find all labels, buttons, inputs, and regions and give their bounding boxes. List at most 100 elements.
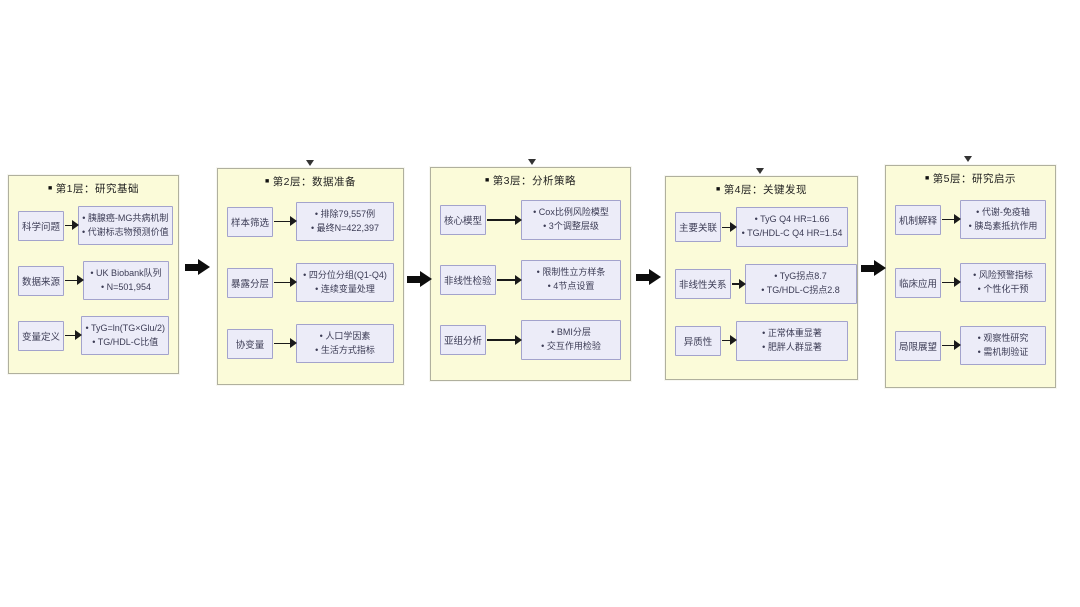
- bullet-line: • 最终N=422,397: [311, 222, 379, 233]
- panel-rows: 核心模型 • Cox比例风险模型 • 3个调整层级 非线性检验 • 限制性立方样…: [440, 188, 621, 372]
- arrow-right-icon: [487, 335, 522, 344]
- bullet-line: • 3个调整层级: [543, 221, 599, 231]
- node-label: 局限展望: [895, 330, 942, 361]
- panel-rows: 科学问题 • 胰腺癌-MG共病机制 • 代谢标志物预测价值 数据来源 • UK …: [18, 196, 173, 365]
- bullet-line: • TG/HDL-C拐点2.8: [761, 284, 840, 295]
- bullet-line: • N=501,954: [101, 281, 151, 292]
- bullet-line: • 需机制验证: [977, 346, 1029, 357]
- panel-title-text: 第1层：研究基础: [55, 183, 140, 195]
- arrow-head: [874, 260, 886, 276]
- bullet-line: • 4节点设置: [547, 281, 595, 291]
- arrow-right-icon: [274, 278, 297, 286]
- node-label: 异质性: [675, 325, 721, 356]
- arrow-right-icon: [942, 215, 961, 223]
- arrow-right-icon: [942, 278, 961, 286]
- node-content: • 风险预警指标 • 个性化干预: [960, 262, 1046, 303]
- panel-title-text: 第5层：研究启示: [932, 173, 1017, 185]
- bullet-line: • UK Biobank队列: [90, 267, 162, 278]
- bullet-line: • 交互作用检验: [541, 341, 601, 351]
- node-label: 样本筛选: [227, 206, 274, 237]
- node-content: • 排除79,557例 • 最终N=422,397: [296, 201, 394, 242]
- panel-layer-1: ■第1层：研究基础 科学问题 • 胰腺癌-MG共病机制 • 代谢标志物预测价值 …: [8, 175, 179, 374]
- node-content: • 代谢-免疫轴 • 胰岛素抵抗作用: [960, 199, 1046, 240]
- flow-row: 异质性 • 正常体重显著 • 肥胖人群显著: [675, 320, 848, 361]
- arrow-right-icon: [636, 269, 661, 285]
- panel-title-text: 第3层：分析策略: [492, 175, 577, 187]
- node-label: 非线性检验: [440, 265, 496, 295]
- flow-row: 变量定义 • TyG=ln(TG×Glu/2) • TG/HDL-C比值: [18, 315, 169, 356]
- node-content: • TyG Q4 HR=1.66 • TG/HDL-C Q4 HR=1.54: [736, 207, 848, 248]
- node-label: 主要关联: [675, 212, 722, 243]
- arrow-right-icon: [274, 339, 297, 347]
- arrow-right-icon: [487, 215, 522, 224]
- node-label: 科学问题: [18, 210, 65, 241]
- flow-row: 非线性检验 • 限制性立方样条 • 4节点设置: [440, 260, 621, 300]
- arrow-shaft: [185, 263, 198, 271]
- triangle-down-icon: [306, 160, 314, 166]
- arrow-right-icon: [407, 271, 432, 287]
- arrow-right-icon: [185, 259, 210, 275]
- square-bullet-icon: ■: [264, 178, 270, 185]
- arrow-right-icon: [722, 223, 737, 231]
- bullet-line: • 正常体重显著: [762, 327, 822, 338]
- bullet-line: • TyG=ln(TG×Glu/2): [85, 322, 165, 333]
- arrow-shaft: [636, 273, 649, 281]
- arrow-right-icon: [731, 279, 746, 288]
- triangle-down-icon: [528, 159, 536, 165]
- flow-row: 主要关联 • TyG Q4 HR=1.66 • TG/HDL-C Q4 HR=1…: [675, 207, 848, 248]
- panel-title-text: 第4层：关键发现: [723, 184, 808, 196]
- bullet-line: • 个性化干预: [977, 283, 1029, 294]
- arrow-head: [420, 271, 432, 287]
- bullet-line: • 人口学因素: [319, 330, 371, 341]
- flow-row: 亚组分析 • BMI分层 • 交互作用检验: [440, 320, 621, 360]
- flow-row: 暴露分层 • 四分位分组(Q1-Q4) • 连续变量处理: [227, 262, 394, 303]
- square-bullet-icon: ■: [715, 186, 721, 193]
- square-bullet-icon: ■: [924, 175, 930, 182]
- node-label: 协变量: [227, 328, 273, 359]
- panel-rows: 主要关联 • TyG Q4 HR=1.66 • TG/HDL-C Q4 HR=1…: [675, 197, 857, 371]
- panel-title: ■第5层：研究启示: [895, 171, 1046, 186]
- triangle-down-icon: [964, 156, 972, 162]
- triangle-down-icon: [756, 168, 764, 174]
- bullet-line: • 连续变量处理: [315, 283, 375, 294]
- panel-title-text: 第2层：数据准备: [272, 176, 357, 188]
- bullet-line: • 代谢-免疫轴: [976, 206, 1030, 217]
- bullet-line: • 四分位分组(Q1-Q4): [303, 269, 387, 280]
- arrow-head: [649, 269, 661, 285]
- node-content: • Cox比例风险模型 • 3个调整层级: [521, 200, 621, 240]
- bullet-line: • 排除79,557例: [314, 208, 376, 219]
- bullet-line: • BMI分层: [551, 327, 591, 338]
- panel-layer-5: ■第5层：研究启示 机制解释 • 代谢-免疫轴 • 胰岛素抵抗作用 临床应用 •…: [885, 165, 1056, 388]
- node-content: • TyG拐点8.7 • TG/HDL-C拐点2.8: [744, 264, 857, 304]
- flow-row: 核心模型 • Cox比例风险模型 • 3个调整层级: [440, 200, 621, 240]
- flow-row: 科学问题 • 胰腺癌-MG共病机制 • 代谢标志物预测价值: [18, 205, 173, 246]
- node-content: • TyG=ln(TG×Glu/2) • TG/HDL-C比值: [81, 315, 169, 356]
- panel-layer-4: ■第4层：关键发现 主要关联 • TyG Q4 HR=1.66 • TG/HDL…: [665, 176, 858, 380]
- node-content: • 限制性立方样条 • 4节点设置: [521, 260, 621, 300]
- arrow-right-icon: [65, 331, 84, 339]
- bullet-line: • 限制性立方样条: [536, 267, 606, 278]
- node-label: 机制解释: [895, 204, 942, 235]
- node-content: • BMI分层 • 交互作用检验: [521, 320, 621, 360]
- node-label: 亚组分析: [440, 325, 487, 355]
- node-label: 核心模型: [440, 205, 487, 235]
- square-bullet-icon: ■: [47, 185, 53, 192]
- panel-rows: 机制解释 • 代谢-免疫轴 • 胰岛素抵抗作用 临床应用 • 风险预警指标 • …: [895, 186, 1046, 379]
- bullet-line: • 观察性研究: [977, 332, 1029, 343]
- flow-row: 非线性关系 • TyG拐点8.7 • TG/HDL-C拐点2.8: [675, 264, 857, 304]
- arrow-right-icon: [942, 341, 961, 349]
- arrow-right-icon: [496, 275, 523, 284]
- square-bullet-icon: ■: [484, 177, 490, 184]
- bullet-line: • 风险预警指标: [973, 269, 1033, 280]
- node-label: 暴露分层: [227, 267, 274, 298]
- flow-row: 机制解释 • 代谢-免疫轴 • 胰岛素抵抗作用: [895, 199, 1046, 240]
- node-label: 变量定义: [18, 320, 65, 351]
- node-content: • 四分位分组(Q1-Q4) • 连续变量处理: [296, 262, 394, 303]
- node-content: • 人口学因素 • 生活方式指标: [296, 323, 394, 364]
- arrow-right-icon: [722, 336, 737, 345]
- node-label: 临床应用: [895, 267, 942, 298]
- panel-title: ■第2层：数据准备: [227, 174, 394, 189]
- node-content: • 观察性研究 • 需机制验证: [960, 325, 1046, 366]
- flow-row: 数据来源 • UK Biobank队列 • N=501,954: [18, 260, 169, 301]
